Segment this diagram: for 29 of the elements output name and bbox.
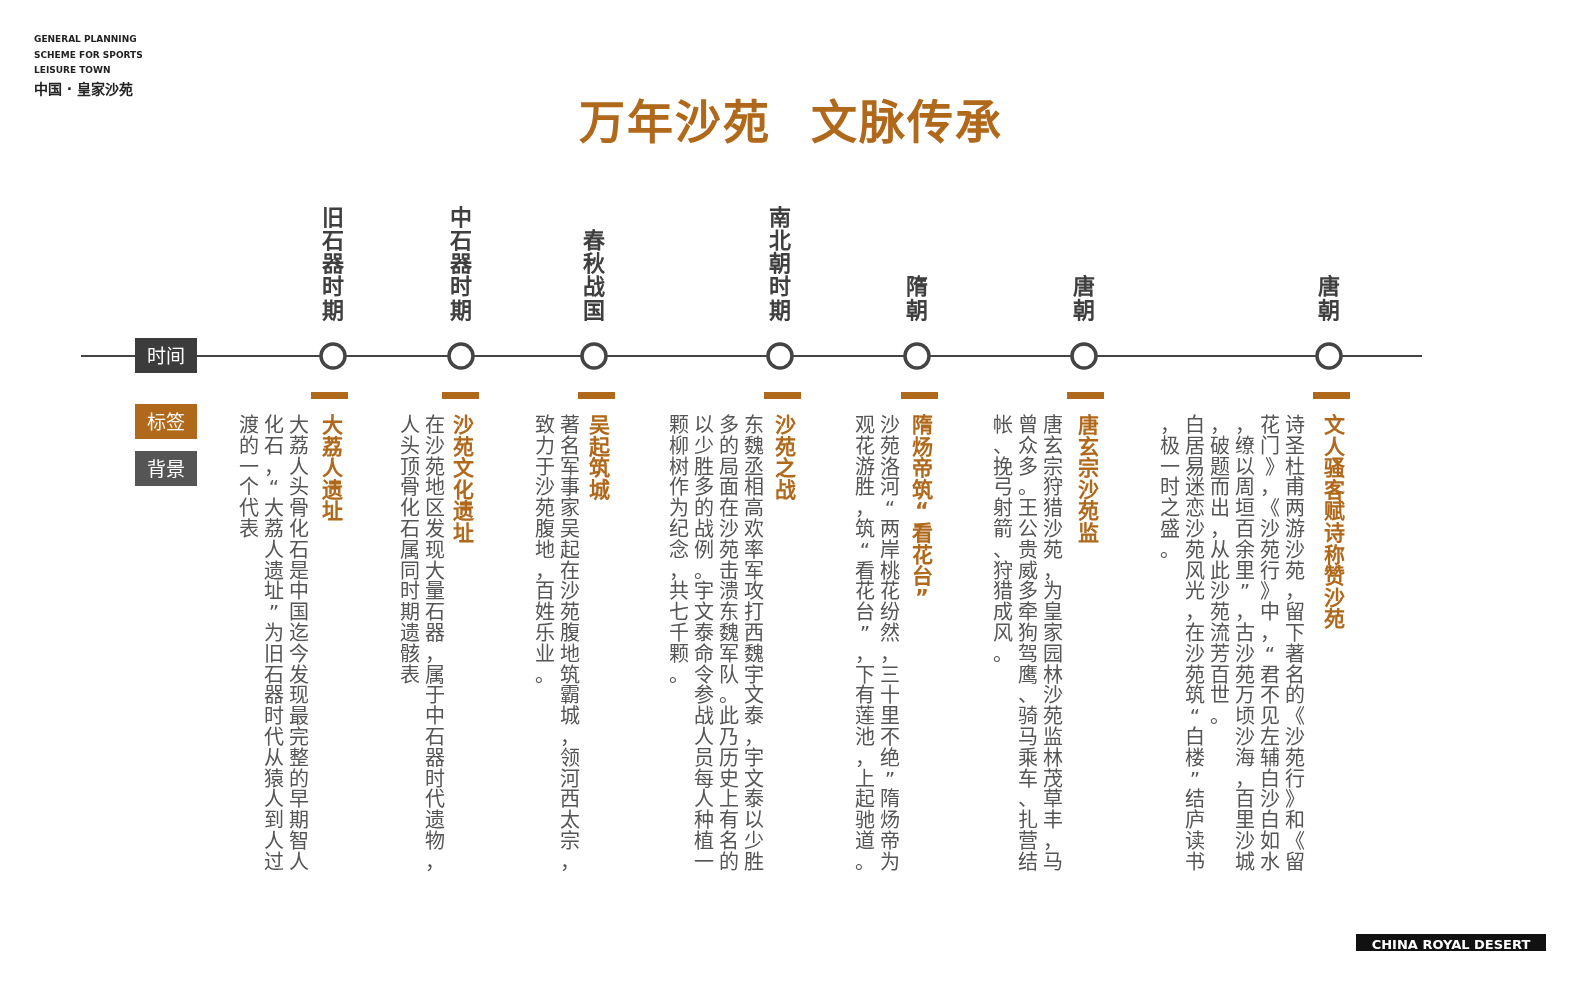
event-description: 白居易迷恋沙苑风光，在沙苑筑“白楼”结庐读书，极一时之盛。 [1159, 415, 1206, 873]
event-description: 大荔人头骨化石是中国迄今发现最完整的早期智人化石，“大荔人遗址”为旧石器时代从猿人到人过渡的一个代表 [238, 415, 310, 873]
legend-label: 背景 [147, 457, 185, 480]
header-text: GENERAL PLANNING SCHEME FOR SPORTS LEISURE TOWN [34, 33, 144, 77]
event-description: 著名军事家吴起在沙苑腹地筑霸城，领河西太宗，致力于沙苑腹地，百姓乐业。 [534, 415, 581, 873]
event-description: 唐玄宗狩猎沙苑，为皇家园林沙苑监林茂草丰，马曾众多。王公贵威多牵狗驾鹰、骑马乘车、扎营结帐、挽弓射箭、狩猎成风。 [992, 415, 1064, 873]
period-label: 唐朝 [1317, 275, 1341, 322]
header-subtitle: 中国 · 皇家沙苑 [34, 80, 134, 98]
event-heading: 沙苑文化遗址 [452, 415, 474, 545]
title: 万年沙苑 文脉传承 [579, 94, 1003, 150]
period-label: 唐朝 [1072, 275, 1096, 322]
period-label: 南北朝时期 [768, 205, 792, 322]
event-description: 在沙苑地区发现大量石器，属于中石器时代遗物，人头顶骨化石属同时期遗骸表 [399, 415, 446, 873]
event-heading: 隋炀帝筑“看花台” [911, 415, 933, 610]
legend-label: 时间 [147, 344, 185, 367]
event-heading: 大荔人遗址 [321, 415, 343, 523]
event-heading: 文人骚客赋诗称赞沙苑 [1323, 415, 1345, 631]
period-label: 旧石器时期 [321, 205, 345, 322]
event-heading: 沙苑之战 [774, 415, 796, 502]
event-heading: 吴起筑城 [588, 415, 610, 502]
event-description: 东魏丞相高欢率军攻打西魏宇文泰，宇文泰以少胜多的局面在沙苑击溃东魏军队。此乃历史上有名的以少胜多的战例。宇文泰命令参战人员每人种植一颗柳树作为纪念，共七千颗。 [668, 415, 765, 873]
period-label: 隋朝 [905, 275, 929, 322]
footer-text: CHINA ROYAL DESERT [1371, 936, 1531, 951]
period-label: 中石器时期 [449, 205, 473, 322]
period-label: 春秋战国 [582, 228, 606, 322]
event-description: 沙苑洛河“两岸桃花纷然，三十里不绝”隋炀帝为观花游胜，筑“看花台”，下有莲池，上起驰道。 [854, 415, 901, 873]
event-heading: 唐玄宗沙苑监 [1077, 415, 1099, 545]
legend-label: 标签 [147, 410, 185, 433]
event-description: 诗圣杜甫两游沙苑，留下著名的《沙苑行》和《留花门》，《沙苑行》中，“君不见左辅白沙白如水，缭以周垣百余里”，古沙苑万顷沙海，百里沙城，破题而出，从此沙苑流芳百世。 [1209, 415, 1306, 873]
